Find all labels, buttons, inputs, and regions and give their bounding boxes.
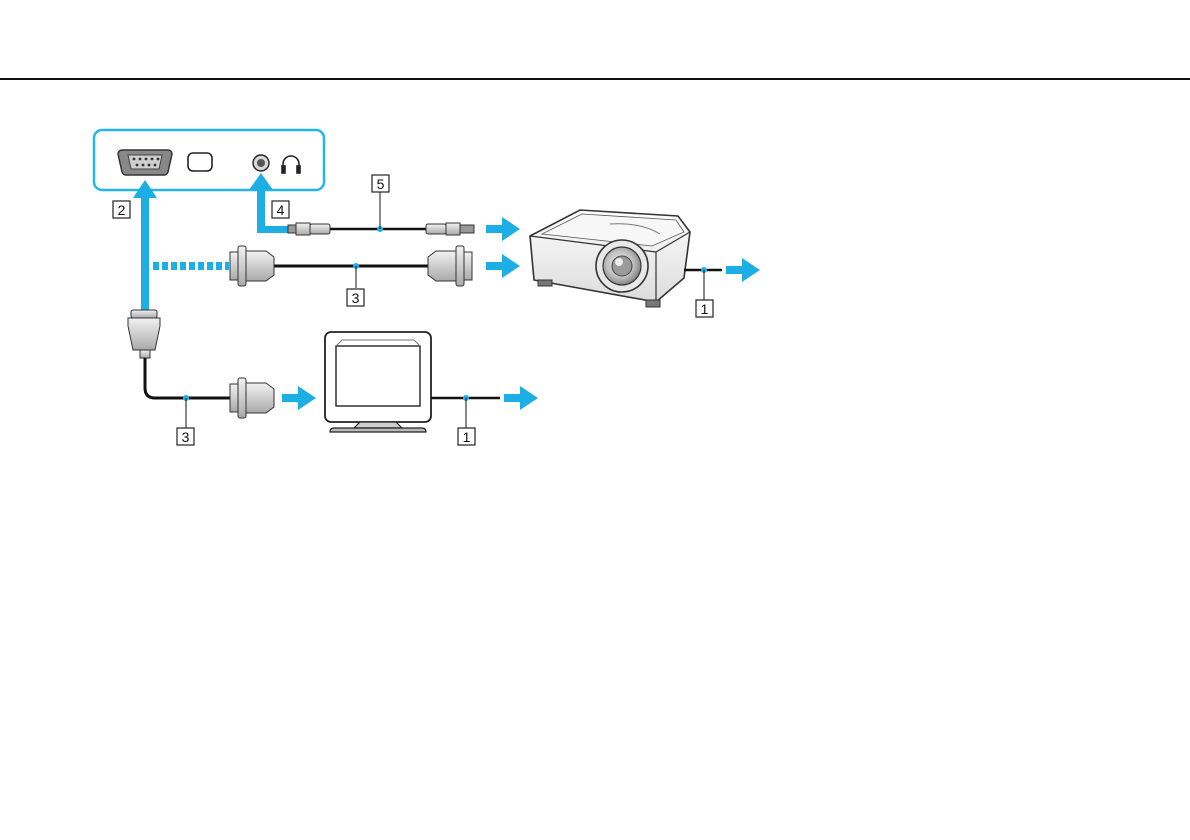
callout-2: 2 [113, 201, 130, 218]
vga-plug-vertical [128, 310, 160, 358]
projector-power-cable [684, 258, 760, 300]
callout-5: 5 [372, 175, 389, 192]
callout-1-monitor: 1 [458, 428, 475, 445]
audio-jack-icon [253, 155, 269, 171]
svg-text:3: 3 [182, 429, 190, 445]
computer-port-panel [94, 130, 324, 190]
vga-connection-arrow [133, 180, 229, 310]
audio-cable [288, 191, 474, 235]
vga-cable-monitor [145, 358, 274, 428]
svg-text:2: 2 [118, 202, 126, 218]
audio-to-projector-arrow [486, 217, 520, 241]
svg-text:1: 1 [463, 429, 471, 445]
svg-text:4: 4 [277, 202, 285, 218]
vga-to-monitor-arrow [282, 386, 316, 410]
callout-4: 4 [272, 201, 289, 218]
svg-text:5: 5 [377, 176, 385, 192]
display-port-icon [188, 153, 212, 171]
callout-1-projector: 1 [696, 300, 713, 317]
vga-to-projector-arrow [486, 254, 520, 278]
vga-cable-projector [230, 246, 472, 288]
svg-text:1: 1 [701, 301, 709, 317]
monitor-icon [325, 332, 431, 432]
callout-3-top: 3 [347, 289, 364, 306]
vga-port-icon [118, 150, 172, 175]
monitor-power-cable [431, 386, 538, 428]
callout-3-bottom: 3 [177, 428, 194, 445]
svg-text:3: 3 [352, 290, 360, 306]
projector-icon [530, 210, 690, 307]
